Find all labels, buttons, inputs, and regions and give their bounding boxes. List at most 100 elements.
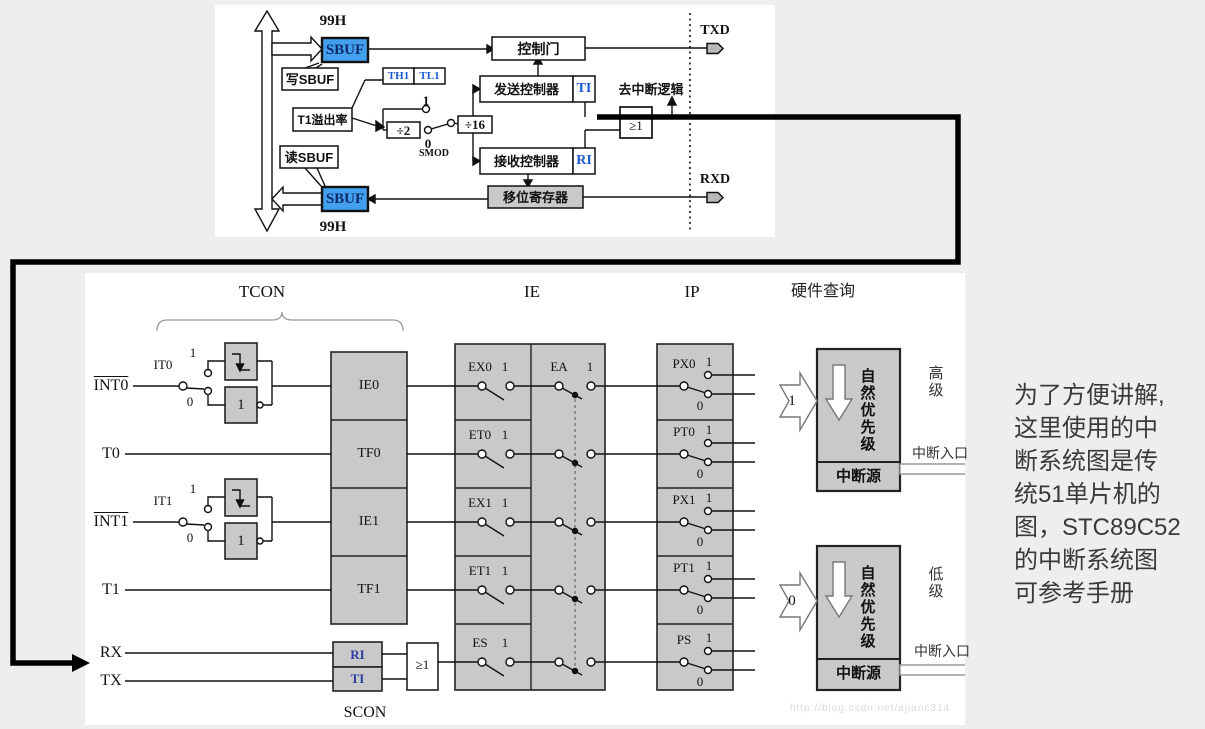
natural-priority-low-label: 自然优先级 bbox=[858, 564, 876, 650]
or-gate-label: ≥1 bbox=[415, 656, 430, 672]
interrupt-entry-high-label: 中断入口 bbox=[912, 444, 968, 461]
ip-px1-1: 1 bbox=[705, 490, 713, 505]
interrupt-source-high-label: 中断源 bbox=[835, 467, 881, 485]
t1-overflow-rate-label: T1溢出率 bbox=[297, 112, 348, 127]
level-detector-int0-label: 1 bbox=[237, 396, 245, 413]
control-gate-label: 控制门 bbox=[517, 40, 560, 57]
to-interrupt-logic-label: 去中断逻辑 bbox=[618, 81, 684, 97]
tx-controller-label: 发送控制器 bbox=[493, 81, 559, 97]
it1-pos1: 1 bbox=[189, 481, 197, 496]
ti-flag-box bbox=[572, 75, 596, 103]
source-int0: INT0 bbox=[93, 377, 129, 394]
ip-bit-pt0: PT0 bbox=[673, 424, 695, 439]
watermark-url: http://blog.csdn.net/ajianc314 bbox=[790, 703, 951, 714]
scon-bit-ri: RI bbox=[350, 647, 365, 662]
sbuf-tx-box bbox=[320, 36, 370, 64]
it0-label: IT0 bbox=[153, 357, 173, 372]
txd-label: TXD bbox=[700, 23, 730, 38]
ip-px1-0: 0 bbox=[696, 534, 704, 549]
control-gate-box bbox=[491, 36, 586, 61]
scon-bit-ti: TI bbox=[350, 671, 365, 686]
tcon-header: TCON bbox=[238, 281, 286, 301]
tcon-bit-ie0: IE0 bbox=[358, 378, 380, 393]
scon-header: SCON bbox=[343, 704, 387, 721]
priority-low-arrow-label: 0 bbox=[788, 592, 796, 609]
ea-label: EA bbox=[550, 359, 568, 374]
sbuf-tx-label: SBUF bbox=[325, 41, 365, 58]
write-sbuf-label: 写SBUF bbox=[285, 71, 335, 87]
interrupt-system-diagram-panel: TCON IE IP 硬件查询 SCON INT0 T0 INT1 T1 RX … bbox=[85, 273, 970, 725]
it1-label: IT1 bbox=[153, 493, 173, 508]
ip-pt1-1: 1 bbox=[705, 558, 713, 573]
interrupt-entry-high-arrow bbox=[899, 463, 965, 475]
ie-bit-et1-1: 1 bbox=[501, 563, 509, 578]
ip-ps-0: 0 bbox=[696, 674, 704, 689]
source-t1: T1 bbox=[102, 581, 120, 598]
rx-controller-label: 接收控制器 bbox=[493, 153, 559, 169]
div2-label: ÷2 bbox=[396, 122, 411, 138]
read-sbuf-label: 读SBUF bbox=[284, 149, 334, 165]
side-note: 为了方便讲解, 这里使用的中 断系统图是传 统51单片机的 图，STC89C52… bbox=[1014, 382, 1181, 607]
ie-bit-es-1: 1 bbox=[501, 635, 509, 650]
write-sbuf-box bbox=[281, 67, 339, 91]
txd-pin bbox=[706, 42, 725, 55]
ie-bit-es: ES bbox=[472, 635, 488, 650]
or-gate-label: ≥1 bbox=[629, 117, 643, 133]
interrupt-entry-low-arrow bbox=[899, 664, 965, 676]
ip-bit-ps: PS bbox=[676, 632, 692, 647]
shift-register-label: 移位寄存器 bbox=[502, 189, 568, 205]
ie-header: IE bbox=[523, 281, 541, 301]
ip-pt0-1: 1 bbox=[705, 422, 713, 437]
ip-pt1-0: 0 bbox=[696, 602, 704, 617]
ie-bit-et1: ET1 bbox=[468, 563, 492, 578]
ip-px0-0: 0 bbox=[696, 398, 704, 413]
interrupt-entry-low-label: 中断入口 bbox=[914, 642, 970, 659]
ie-bit-ex1: EX1 bbox=[468, 495, 492, 510]
edge-detector-int0 bbox=[224, 342, 258, 381]
sbuf-address-top: 99H bbox=[319, 12, 347, 29]
div16-label: ÷16 bbox=[464, 117, 486, 132]
ie-bit-ex0: EX0 bbox=[468, 359, 492, 374]
tx-controller-box bbox=[479, 75, 574, 103]
smod-label: SMOD bbox=[419, 148, 449, 159]
hw-query-header: 硬件查询 bbox=[790, 282, 855, 300]
tcon-brace bbox=[156, 311, 404, 332]
th1-label: TH1 bbox=[387, 69, 410, 82]
edge-detector-int1 bbox=[224, 478, 258, 517]
tl1-label: TL1 bbox=[419, 69, 440, 82]
source-t0: T0 bbox=[102, 445, 120, 462]
sbuf-address-bottom: 99H bbox=[319, 218, 347, 235]
ip-bit-pt1: PT1 bbox=[673, 560, 695, 575]
ea-1: 1 bbox=[586, 359, 594, 374]
ie-bit-ex0-1: 1 bbox=[501, 359, 509, 374]
tcon-bit-tf0: TF0 bbox=[357, 446, 381, 461]
ri-flag-label: RI bbox=[576, 153, 592, 168]
low-level-label: 低级 bbox=[926, 566, 944, 600]
ie-bit-et0-1: 1 bbox=[501, 427, 509, 442]
tcon-bit-ie1: IE1 bbox=[358, 514, 380, 529]
ti-flag-label: TI bbox=[576, 81, 592, 96]
rxd-label: RXD bbox=[699, 172, 731, 187]
rxd-pin bbox=[706, 191, 725, 204]
ti-bit-box bbox=[332, 666, 383, 692]
ip-bit-px1: PX1 bbox=[672, 492, 696, 507]
source-tx: TX bbox=[100, 672, 122, 689]
ip-bit-px0: PX0 bbox=[672, 356, 696, 371]
smod-1-label: 1 bbox=[422, 92, 430, 108]
ip-px0-1: 1 bbox=[705, 354, 713, 369]
tcon-bit-tf1: TF1 bbox=[357, 582, 381, 597]
interrupt-source-low-label: 中断源 bbox=[835, 664, 881, 682]
high-level-label: 高级 bbox=[926, 365, 944, 399]
ip-pt0-0: 0 bbox=[696, 466, 704, 481]
priority-high-arrow-label: 1 bbox=[788, 392, 796, 409]
source-int1: INT1 bbox=[93, 513, 129, 530]
serial-port-diagram-panel: 99H SBUF 写SBUF TH1 TL1 T1溢出率 ÷2 1 0 SMOD… bbox=[215, 5, 775, 237]
it1-pos0: 0 bbox=[186, 530, 194, 545]
ie-bit-et0: ET0 bbox=[468, 427, 492, 442]
natural-priority-high-label: 自然优先级 bbox=[858, 367, 876, 453]
interrupt-system-diagram bbox=[125, 311, 965, 692]
it0-pos1: 1 bbox=[189, 345, 197, 360]
level-detector-int1-label: 1 bbox=[237, 532, 245, 549]
ie-bit-ex1-1: 1 bbox=[501, 495, 509, 510]
ip-ps-1: 1 bbox=[705, 630, 713, 645]
